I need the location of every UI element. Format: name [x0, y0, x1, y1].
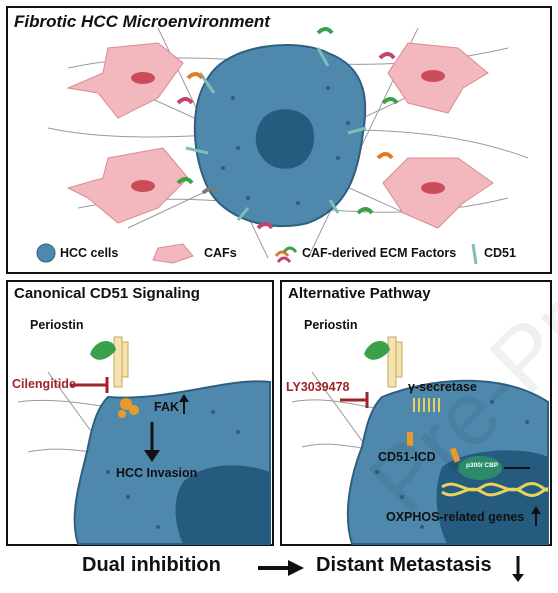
p300-cbp — [458, 456, 502, 480]
legend-hcc-cells: HCC cells — [60, 246, 119, 260]
periostin-label: Periostin — [30, 318, 84, 332]
canonical-signaling-panel: Canonical CD51 Signaling Periostin Cilen… — [6, 280, 274, 546]
distant-metastasis-label: Distant Metastasis — [316, 554, 492, 576]
inhibitor-label: Cilengitide — [12, 377, 76, 391]
cd51-receptor — [113, 336, 123, 388]
periostin-label: Periostin — [304, 318, 358, 332]
legend-cd51: CD51 — [484, 246, 516, 260]
caf-nuclei — [131, 70, 445, 194]
panel-title: Alternative Pathway — [288, 285, 431, 302]
right-arrow-icon — [288, 560, 304, 576]
cell-dots — [221, 86, 350, 205]
outcome-label: HCC Invasion — [116, 466, 198, 480]
conclusion-arrows — [258, 556, 524, 582]
canonical-illustration — [17, 336, 271, 545]
fak-protein — [118, 398, 139, 418]
microenvironment-panel: Fibrotic HCC Microenvironment HCC cells … — [6, 6, 552, 274]
hcc-nucleus — [175, 465, 270, 544]
fak-label: FAK — [154, 400, 179, 414]
up-arrow-icon — [179, 394, 189, 402]
periostin-icon — [90, 341, 116, 360]
cd51-receptor — [387, 336, 397, 388]
legend-ecm-factors: CAF-derived ECM Factors — [302, 246, 457, 260]
up-arrow-icon — [531, 506, 541, 514]
down-arrow-icon — [512, 574, 524, 582]
conclusion-row: Dual inhibition Distant Metastasis — [0, 548, 558, 588]
genes-label: OXPHOS-related genes — [386, 510, 525, 524]
dual-inhibition-label: Dual inhibition — [82, 554, 221, 576]
cd51-icd-fragment — [407, 432, 413, 446]
alternative-pathway-panel: Alternative Pathway Periostin LY3039478 … — [280, 280, 552, 546]
panel-title: Fibrotic HCC Microenvironment — [14, 12, 270, 31]
cd51-icd-label: CD51-ICD — [378, 450, 436, 464]
periostin-icon — [364, 341, 390, 360]
legend-icons — [36, 243, 478, 265]
coactivator-label: p300/ CBP — [466, 462, 499, 469]
ecm-factors — [176, 27, 399, 230]
panel-title: Canonical CD51 Signaling — [14, 285, 200, 302]
inhibitor-label: LY3039478 — [286, 380, 350, 394]
microenvironment-illustration — [36, 27, 529, 265]
down-arrow-icon — [144, 450, 160, 462]
alternative-illustration — [291, 336, 549, 545]
dna-helix — [441, 482, 549, 492]
legend-cafs: CAFs — [204, 246, 237, 260]
secretase-label: γ-secretase — [408, 380, 477, 394]
gamma-secretase — [413, 398, 440, 412]
hcc-nucleus — [255, 109, 314, 169]
